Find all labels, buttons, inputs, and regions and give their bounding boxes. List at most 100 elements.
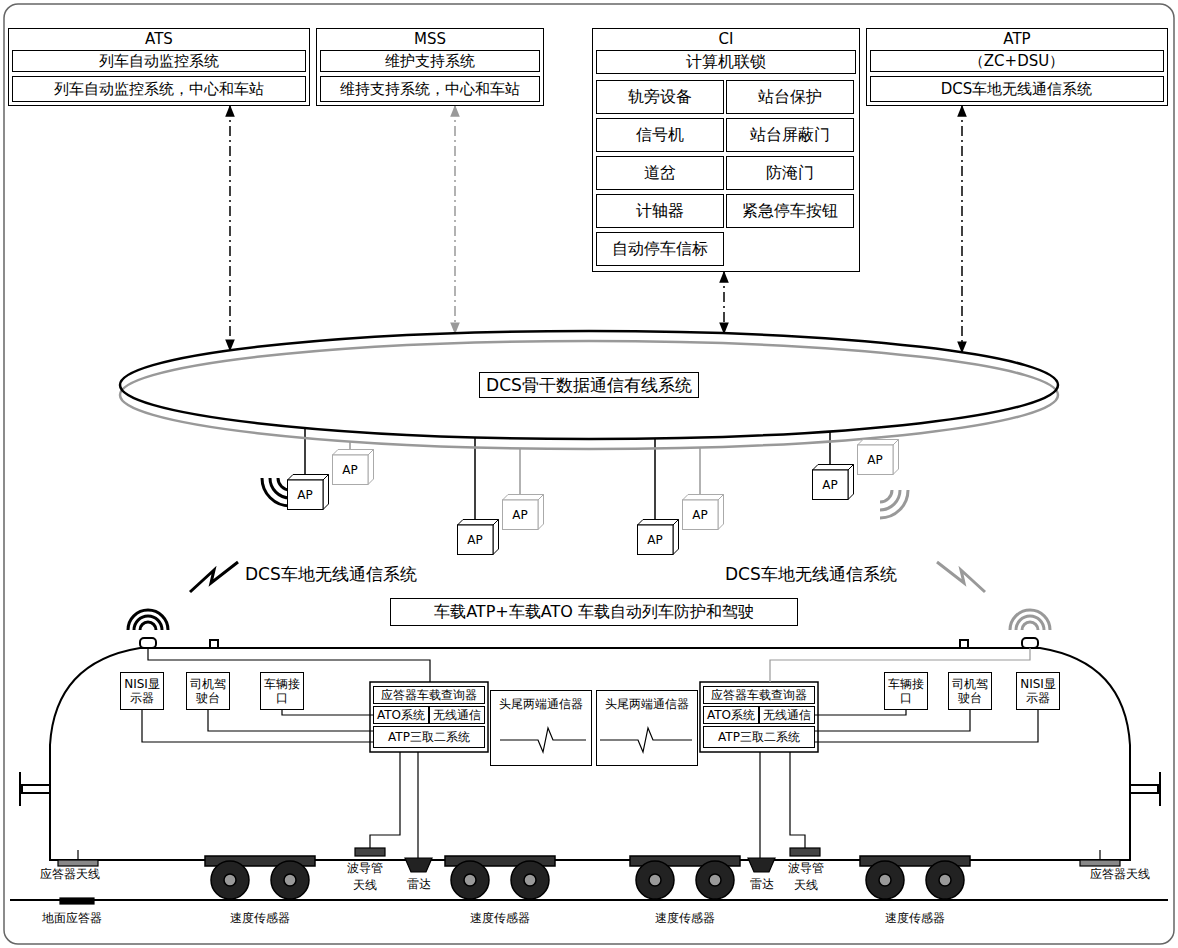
node-text: AP bbox=[857, 445, 893, 475]
onboard-box: NISI显示器 bbox=[120, 672, 164, 710]
cube-front bbox=[333, 455, 369, 485]
device-box: 自动停车信标 bbox=[596, 232, 724, 266]
cube-front bbox=[458, 525, 494, 555]
function-box: 维持支持系统，中心和车站 bbox=[320, 76, 540, 102]
cube-side bbox=[368, 450, 374, 485]
part-label: 地面应答器 bbox=[42, 910, 102, 927]
node-text: 无线通信 bbox=[763, 708, 811, 722]
function-box: 列车自动监控系统，中心和车站 bbox=[12, 76, 306, 102]
system-panel: ATS列车自动监控系统列车自动监控系统，中心和车站 bbox=[8, 28, 310, 106]
connector bbox=[723, 272, 725, 333]
cabinet-cell: 无线通信 bbox=[429, 706, 485, 724]
access-point: AP bbox=[332, 449, 374, 485]
communicator-box: 头尾两端通信器 bbox=[596, 690, 698, 766]
part-label: 应答器天线 bbox=[40, 866, 100, 883]
cube-top bbox=[333, 450, 374, 456]
device-box: 信号机 bbox=[596, 118, 724, 152]
connector bbox=[454, 106, 456, 333]
node-text: AP bbox=[332, 455, 368, 485]
function-box: （ZC+DSU） bbox=[870, 50, 1164, 72]
connector bbox=[699, 447, 701, 497]
lightning bbox=[190, 562, 985, 592]
onboard-title-box: 车载ATP+车载ATO 车载自动列车防护和驾驶 bbox=[390, 598, 798, 626]
wires bbox=[78, 648, 1100, 860]
node-text: 道岔 bbox=[644, 163, 676, 182]
part-label: 速度传感器 bbox=[885, 910, 945, 927]
function-box: 维护支持系统 bbox=[320, 50, 540, 72]
train bbox=[20, 638, 1160, 860]
function-box: 列车自动监控系统 bbox=[12, 50, 306, 72]
connector bbox=[304, 428, 306, 477]
access-point: AP bbox=[502, 494, 544, 530]
cabinet-cell: 应答器车载查询器 bbox=[373, 686, 485, 704]
node-text: 列车自动监控系统，中心和车站 bbox=[54, 80, 264, 98]
node-text: 车载ATP+车载ATO 车载自动列车防护和驾驶 bbox=[434, 602, 754, 621]
device-box: 道岔 bbox=[596, 156, 724, 190]
connector bbox=[961, 106, 963, 352]
node-text: AP bbox=[682, 500, 718, 530]
access-point: AP bbox=[682, 494, 724, 530]
cube-front bbox=[858, 445, 894, 475]
node-text: 车辆接口 bbox=[262, 677, 302, 706]
connector bbox=[815, 710, 970, 731]
node-text: 应答器车载查询器 bbox=[381, 688, 477, 702]
cube-front bbox=[638, 525, 674, 555]
node-text: 司机驾驶台 bbox=[188, 677, 228, 706]
node-text: 头尾两端通信器 bbox=[499, 697, 583, 711]
function-box: DCS车地无线通信系统 bbox=[870, 76, 1164, 102]
connector bbox=[829, 431, 831, 467]
access-point: AP bbox=[857, 439, 899, 475]
cube-top bbox=[683, 495, 724, 501]
connector bbox=[654, 438, 656, 522]
node-text: NISI显示器 bbox=[122, 677, 162, 706]
access-point: AP bbox=[457, 519, 499, 555]
connector bbox=[208, 710, 373, 731]
part-label: DCS车地无线通信系统 bbox=[725, 563, 897, 586]
device-box: 轨旁设备 bbox=[596, 80, 724, 114]
cube-side bbox=[493, 520, 499, 555]
node-text: 维护支持系统 bbox=[385, 52, 475, 70]
node-text: 轨旁设备 bbox=[628, 87, 692, 106]
part-label: 波导管天线 bbox=[345, 860, 385, 894]
ellipse-line bbox=[120, 331, 1058, 439]
node-text: 头尾两端通信器 bbox=[605, 697, 689, 711]
node-text: 信号机 bbox=[636, 125, 684, 144]
node-text: ATP三取二系统 bbox=[718, 730, 800, 744]
node-text: AP bbox=[812, 470, 848, 500]
cabinet-cell: ATP三取二系统 bbox=[703, 726, 815, 748]
node-text: AP bbox=[457, 525, 493, 555]
node-text: NISI显示器 bbox=[1018, 677, 1058, 706]
node-text: 维持支持系统，中心和车站 bbox=[340, 80, 520, 98]
cube-front bbox=[683, 500, 719, 530]
node-text: 站台保护 bbox=[758, 87, 822, 106]
ellipse-shadow bbox=[120, 341, 1058, 449]
node-text: DCS骨干数据通信有线系统 bbox=[479, 372, 699, 398]
backbone-ellipse: DCS骨干数据通信有线系统 bbox=[119, 330, 1059, 440]
frame bbox=[4, 4, 1174, 944]
cube-top bbox=[638, 520, 679, 526]
part-label: 速度传感器 bbox=[655, 910, 715, 927]
cube-side bbox=[848, 465, 854, 500]
cube-top bbox=[503, 495, 544, 501]
wireless-arcs bbox=[128, 478, 1050, 630]
connector bbox=[282, 710, 373, 715]
antennas-radar bbox=[58, 848, 1120, 904]
access-point: AP bbox=[287, 474, 329, 510]
access-point: AP bbox=[812, 464, 854, 500]
device-box: 站台屏蔽门 bbox=[726, 118, 854, 152]
ground-rail bbox=[10, 899, 1168, 901]
part-label: 速度传感器 bbox=[230, 910, 290, 927]
cube-front bbox=[813, 470, 849, 500]
system-panel: MSS维护支持系统维持支持系统，中心和车站 bbox=[316, 28, 544, 106]
part-label: 应答器天线 bbox=[1090, 866, 1150, 883]
device-box: 站台保护 bbox=[726, 80, 854, 114]
connector bbox=[519, 448, 521, 497]
cube-front bbox=[503, 500, 539, 530]
onboard-box: 司机驾驶台 bbox=[186, 672, 230, 710]
cabinet-cell: ATO系统 bbox=[703, 706, 759, 724]
connector bbox=[142, 710, 373, 742]
part-label: 雷达 bbox=[750, 876, 774, 893]
part-label: 波导管天线 bbox=[786, 860, 826, 894]
device-box: 防淹门 bbox=[726, 156, 854, 190]
node-text: 应答器车载查询器 bbox=[711, 688, 807, 702]
